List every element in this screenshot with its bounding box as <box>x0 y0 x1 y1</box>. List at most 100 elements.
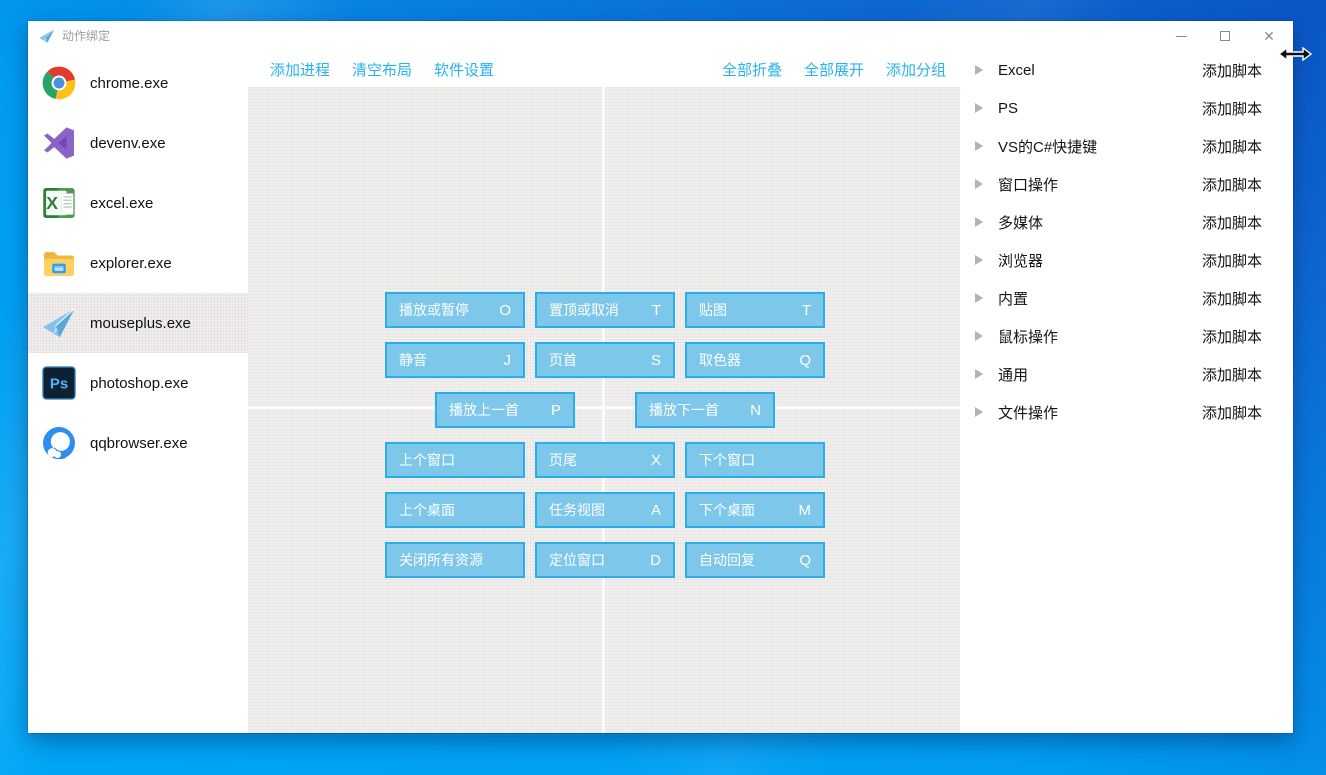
sidebar-item-mouseplus[interactable]: mouseplus.exe <box>28 293 248 353</box>
add-script-button[interactable]: 添加脚本 <box>1201 100 1262 118</box>
action-hotkey: Q <box>799 551 811 569</box>
action-hotkey: X <box>650 451 661 469</box>
action-hotkey: N <box>750 401 761 419</box>
sidebar-item-chrome[interactable]: chrome.exe <box>28 53 248 113</box>
add-script-button[interactable]: 添加脚本 <box>1201 138 1262 156</box>
add-script-button[interactable]: 添加脚本 <box>1201 176 1262 194</box>
group-row[interactable]: 鼠标操作添加脚本 <box>962 317 1293 355</box>
add-script-button[interactable]: 添加脚本 <box>1201 214 1262 232</box>
action-button[interactable]: 关闭所有资源 <box>385 542 525 578</box>
action-hotkey: S <box>650 351 661 369</box>
add-script-button[interactable]: 添加脚本 <box>1201 404 1262 422</box>
group-row[interactable]: 多媒体添加脚本 <box>962 203 1293 241</box>
group-label: 文件操作 <box>998 404 1059 422</box>
sidebar-item-label: excel.exe <box>90 194 154 212</box>
close-icon: ✕ <box>1263 27 1275 44</box>
action-button[interactable]: 上个桌面 <box>385 492 525 528</box>
resize-cursor-icon <box>1278 46 1312 62</box>
add-group-button[interactable]: 添加分组 <box>885 61 946 79</box>
action-hotkey: M <box>798 501 812 519</box>
expand-all-button[interactable]: 全部展开 <box>803 61 864 79</box>
action-label: 下个窗口 <box>699 452 755 468</box>
expand-triangle-icon[interactable] <box>975 331 983 341</box>
group-row[interactable]: 浏览器添加脚本 <box>962 241 1293 279</box>
toolbar-right: 全部折叠 全部展开 添加分组 <box>722 59 946 80</box>
group-row[interactable]: 文件操作 添加脚本 <box>962 393 1293 431</box>
clear-layout-button[interactable]: 清空布局 <box>352 61 413 79</box>
add-script-button[interactable]: 添加脚本 <box>1201 290 1262 308</box>
minimize-icon <box>1175 35 1187 37</box>
expand-triangle-icon[interactable] <box>975 407 983 417</box>
collapse-all-button[interactable]: 全部折叠 <box>721 61 782 79</box>
action-hotkey: O <box>499 301 511 319</box>
group-label: PS <box>998 99 1019 117</box>
action-button[interactable]: 下个桌面 M <box>685 492 825 528</box>
add-script-button[interactable]: 添加脚本 <box>1201 366 1262 384</box>
sidebar-item-devenv[interactable]: devenv.exe <box>28 113 248 173</box>
group-row[interactable]: 窗口操作添加脚本 <box>962 165 1293 203</box>
action-button[interactable]: 下个窗口 <box>685 442 825 478</box>
software-settings-button[interactable]: 软件设置 <box>434 61 495 79</box>
visual-studio-icon <box>42 126 76 160</box>
action-hotkey: J <box>503 351 512 369</box>
group-row[interactable]: 通用添加脚本 <box>962 355 1293 393</box>
group-row[interactable]: 内置添加脚本 <box>962 279 1293 317</box>
sidebar-item-photoshop[interactable]: photoshop.exe <box>28 353 248 413</box>
toolbar-left: 添加进程 清空布局 软件设置 <box>270 59 494 80</box>
sidebar-item-qqbrowser[interactable]: qqbrowser.exe <box>28 413 248 473</box>
sidebar-item-label: qqbrowser.exe <box>90 434 188 452</box>
group-label: VS的C#快捷键 <box>998 138 1098 156</box>
group-row[interactable]: PS 添加脚本 <box>962 89 1293 127</box>
titlebar: 动作绑定 ✕ <box>28 21 1293 51</box>
action-button[interactable]: 页尾 X <box>535 442 675 478</box>
sidebar-item-label: devenv.exe <box>90 134 166 152</box>
sidebar-item-excel[interactable]: excel.exe <box>28 173 248 233</box>
action-button[interactable]: 自动回复 Q <box>685 542 825 578</box>
expand-triangle-icon[interactable] <box>975 179 983 189</box>
add-script-button[interactable]: 添加脚本 <box>1201 328 1262 346</box>
add-script-button[interactable]: 添加脚本 <box>1201 62 1262 80</box>
minimize-button[interactable] <box>1159 21 1203 51</box>
add-process-button[interactable]: 添加进程 <box>270 61 331 79</box>
action-label: 任务视图 <box>549 502 605 518</box>
action-label: 上个桌面 <box>399 502 455 518</box>
excel-icon <box>42 186 76 220</box>
expand-triangle-icon[interactable] <box>975 217 983 227</box>
expand-triangle-icon[interactable] <box>975 369 983 379</box>
action-hotkey: Q <box>799 351 811 369</box>
canvas-vertical-divider <box>602 87 605 733</box>
expand-triangle-icon[interactable] <box>975 65 983 75</box>
action-label: 页尾 <box>549 452 577 468</box>
sidebar-item-label: photoshop.exe <box>90 374 189 392</box>
sidebar-item-explorer[interactable]: explorer.exe <box>28 233 248 293</box>
qqbrowser-icon <box>42 426 76 460</box>
expand-triangle-icon[interactable] <box>975 103 983 113</box>
toolbar: 添加进程 清空布局 软件设置 全部折叠 全部展开 添加分组 <box>248 51 960 87</box>
maximize-button[interactable] <box>1203 21 1247 51</box>
action-label: 下个桌面 <box>699 502 755 518</box>
explorer-icon <box>42 246 76 280</box>
sidebar-item-label: explorer.exe <box>90 254 172 272</box>
close-button[interactable]: ✕ <box>1247 21 1291 51</box>
add-script-button[interactable]: 添加脚本 <box>1201 252 1262 270</box>
action-button[interactable]: 上个窗口 <box>385 442 525 478</box>
action-label: 定位窗口 <box>549 552 605 568</box>
group-row[interactable]: VS的C#快捷键 添加脚本 <box>962 127 1293 165</box>
expand-triangle-icon[interactable] <box>975 293 983 303</box>
action-label: 自动回复 <box>699 552 755 568</box>
expand-triangle-icon[interactable] <box>975 141 983 151</box>
expand-triangle-icon[interactable] <box>975 255 983 265</box>
